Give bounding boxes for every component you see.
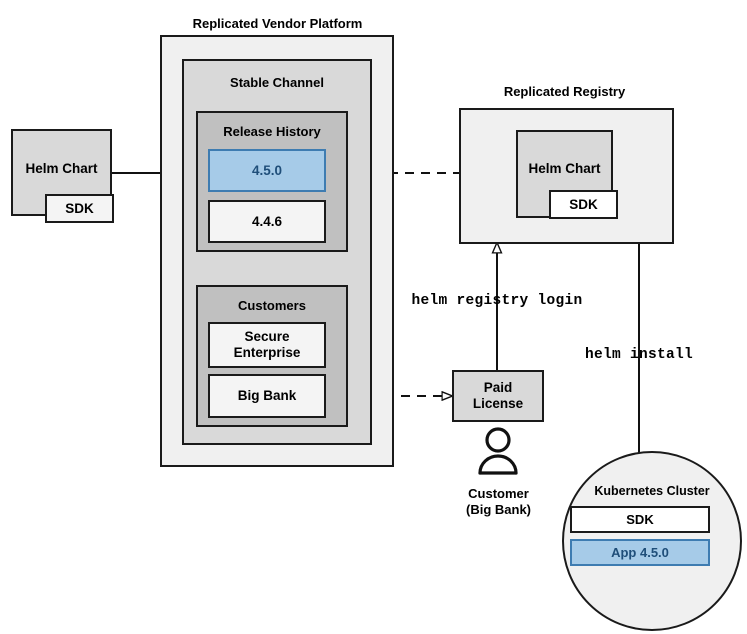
cluster-component-app[interactable]: App 4.5.0: [570, 539, 710, 566]
customer-name-label: Secure Enterprise: [233, 329, 301, 360]
release-version-label: 4.4.6: [251, 213, 283, 229]
paid-license-label: Paid License: [472, 380, 524, 411]
registry-title: Replicated Registry: [503, 83, 626, 99]
source-sdk-box[interactable]: SDK: [45, 194, 114, 223]
source-sdk-label: SDK: [65, 200, 94, 216]
customer-actor-name: Customer: [468, 485, 529, 501]
registry-sdk-label: SDK: [569, 196, 598, 212]
source-helm-chart-label: Helm Chart: [25, 160, 98, 176]
customer-name-label: Big Bank: [237, 388, 297, 404]
cluster-component-sdk[interactable]: SDK: [570, 506, 710, 533]
release-history-title: Release History: [223, 124, 321, 139]
registry-sdk-box[interactable]: SDK: [549, 190, 618, 219]
stable-channel-title: Stable Channel: [230, 75, 324, 90]
cluster-component-label: SDK: [626, 511, 654, 527]
customer-item-secure-enterprise[interactable]: Secure Enterprise: [208, 322, 326, 368]
registry-helm-chart-label: Helm Chart: [528, 161, 601, 177]
cluster-component-label: App 4.5.0: [611, 544, 669, 560]
customer-item-big-bank[interactable]: Big Bank: [208, 374, 326, 418]
helm-install-command: helm install: [584, 347, 694, 363]
helm-registry-login-command: helm registry login: [411, 293, 583, 309]
kubernetes-cluster-title: Kubernetes Cluster: [594, 484, 710, 498]
platform-title: Replicated Vendor Platform: [192, 15, 363, 31]
customers-title: Customers: [238, 298, 306, 313]
customer-actor-org: (Big Bank): [466, 501, 531, 517]
release-item-4-4-6[interactable]: 4.4.6: [208, 200, 326, 243]
paid-license-box[interactable]: Paid License: [452, 370, 544, 422]
customer-actor-label-line1: Customer: [440, 485, 557, 502]
customer-actor-label-line2: (Big Bank): [440, 501, 557, 518]
release-version-label: 4.5.0: [251, 162, 283, 178]
release-item-4-5-0[interactable]: 4.5.0: [208, 149, 326, 192]
person-icon: [478, 427, 518, 475]
